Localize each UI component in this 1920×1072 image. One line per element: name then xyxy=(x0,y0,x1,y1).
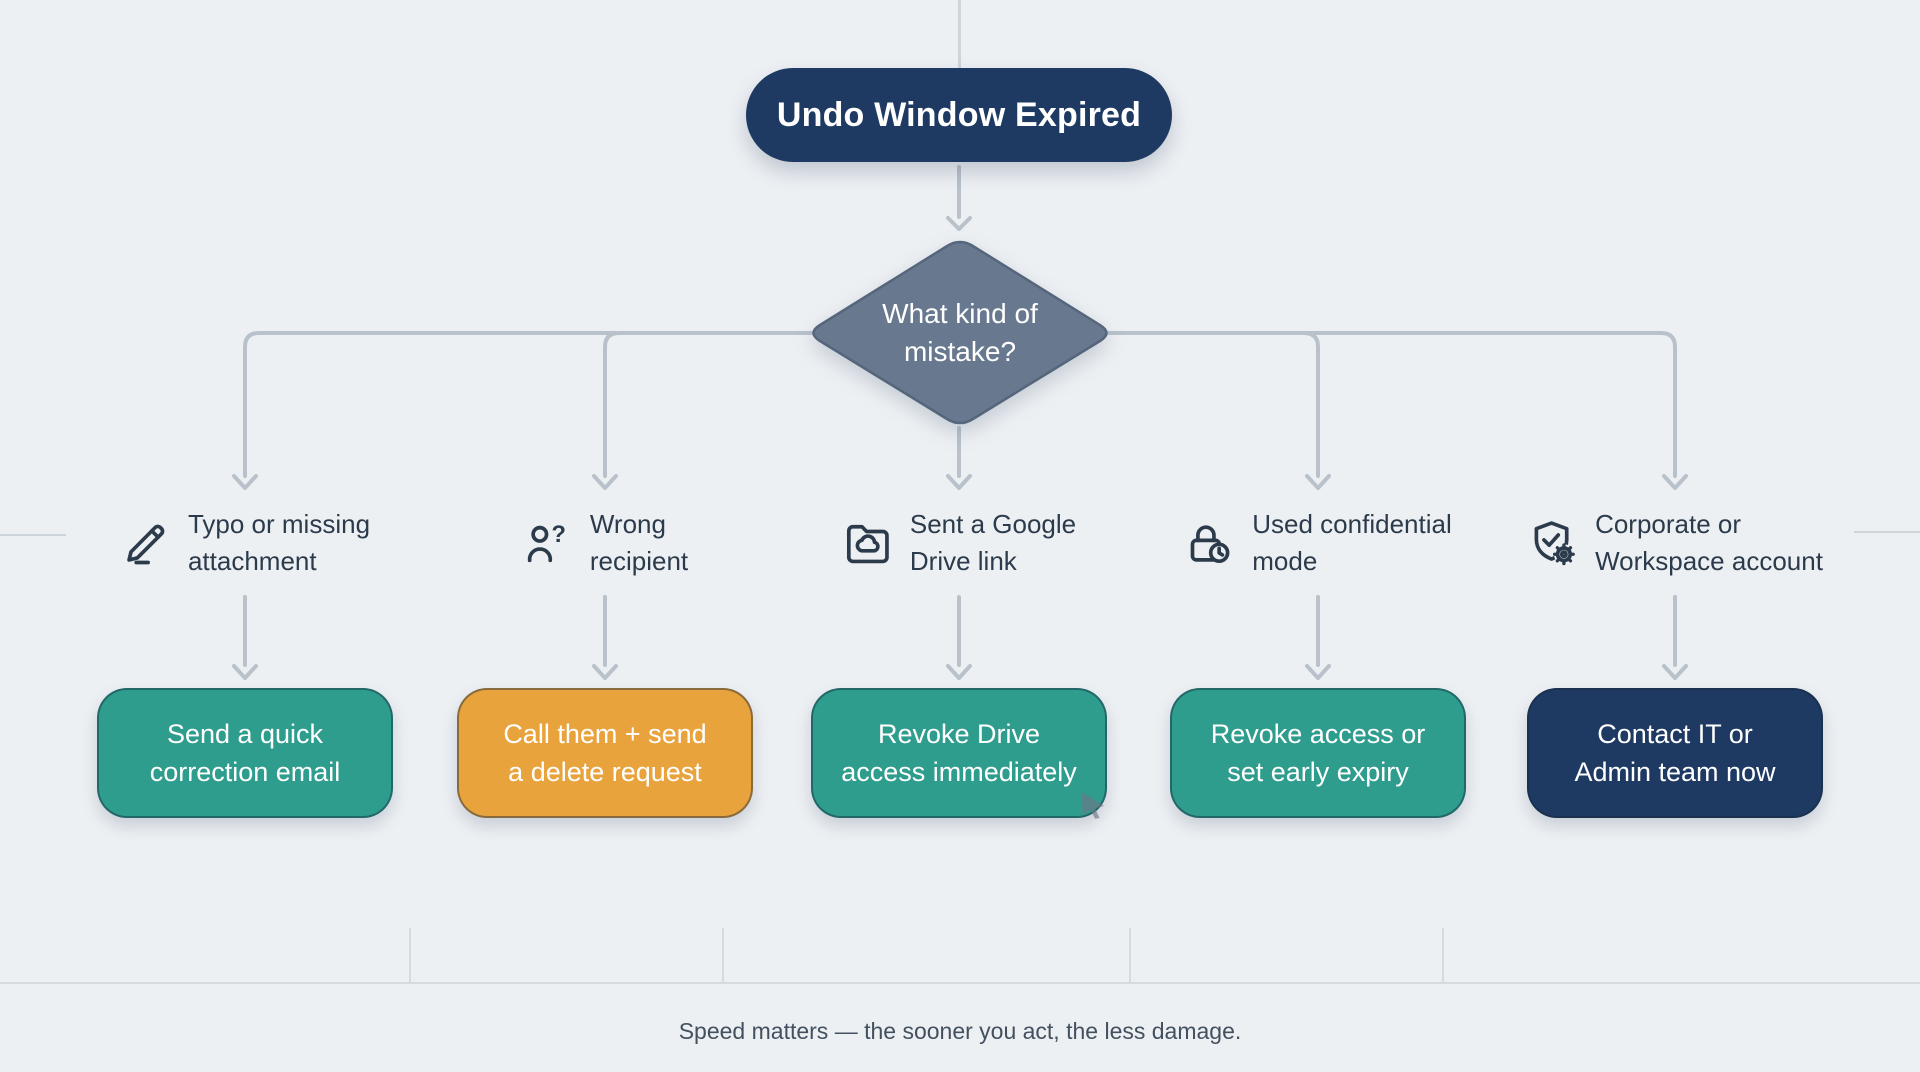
branch-label-line2: recipient xyxy=(589,546,689,576)
branch-label-line1: Typo or missing xyxy=(187,509,371,539)
baseline-tick xyxy=(409,928,411,982)
branch-confidential-mode: Used confidential mode xyxy=(1184,509,1452,577)
footer-caption: Speed matters — the sooner you act, the … xyxy=(678,1018,1242,1044)
decision-diamond-shape xyxy=(812,240,1108,425)
branch-label-line1: Corporate or xyxy=(1595,509,1742,539)
branch-label-line1: Sent a Google xyxy=(909,509,1077,539)
branch-label-line2: mode xyxy=(1252,546,1318,576)
right-edge-guide-line xyxy=(1854,531,1920,533)
branch-label-line2: Drive link xyxy=(909,546,1017,576)
baseline-tick xyxy=(722,928,724,982)
branch-label-line1: Wrong xyxy=(589,509,666,539)
action-line1: Send a quick xyxy=(166,719,324,749)
action-line2: correction email xyxy=(149,757,341,787)
pencil-line-icon xyxy=(127,524,165,565)
svg-text:?: ? xyxy=(551,521,566,548)
decision-label-line2: mistake? xyxy=(903,335,1017,367)
branch-label-line2: Workspace account xyxy=(1595,546,1823,576)
action-line2: a delete request xyxy=(508,757,702,787)
root-node: Undo Window Expired xyxy=(746,68,1172,162)
user-question-icon: ? xyxy=(527,521,566,563)
shield-check-gear-icon xyxy=(1534,521,1575,566)
action-line1: Revoke access or xyxy=(1210,719,1426,749)
decision-label-line1: What kind of xyxy=(882,297,1038,329)
root-node-label: Undo Window Expired xyxy=(776,95,1142,134)
branch-typo-attachment: Typo or missing attachment xyxy=(120,509,370,577)
action-line2: Admin team now xyxy=(1574,757,1776,787)
action-call-delete-request: Call them + send a delete request xyxy=(457,688,753,818)
action-line1: Contact IT or xyxy=(1597,719,1753,749)
left-edge-guide-line xyxy=(0,534,66,536)
action-correction-email: Send a quick correction email xyxy=(97,688,393,818)
baseline-tick xyxy=(1442,928,1444,982)
action-contact-it: Contact IT or Admin team now xyxy=(1527,688,1823,818)
branch-corporate-account: Corporate or Workspace account xyxy=(1527,509,1823,577)
action-line2: access immediately xyxy=(841,757,1077,787)
branch-label-line2: attachment xyxy=(187,546,317,576)
decision-label: What kind of mistake? xyxy=(807,238,1113,427)
branch-label-line1: Used confidential xyxy=(1252,509,1452,539)
action-line1: Revoke Drive xyxy=(877,719,1041,749)
bottom-baseline xyxy=(0,982,1920,984)
branch-wrong-recipient: ? Wrong recipient xyxy=(522,509,688,577)
action-revoke-drive-access: Revoke Drive access immediately xyxy=(811,688,1107,818)
action-revoke-or-expiry: Revoke access or set early expiry xyxy=(1170,688,1466,818)
branch-drive-link: Sent a Google Drive link xyxy=(842,509,1076,577)
lock-clock-icon xyxy=(1190,525,1230,564)
action-line1: Call them + send xyxy=(503,719,707,749)
folder-cloud-icon xyxy=(846,524,889,564)
top-center-guide-line xyxy=(958,0,961,68)
baseline-tick xyxy=(1129,928,1131,982)
action-line2: set early expiry xyxy=(1227,757,1409,787)
